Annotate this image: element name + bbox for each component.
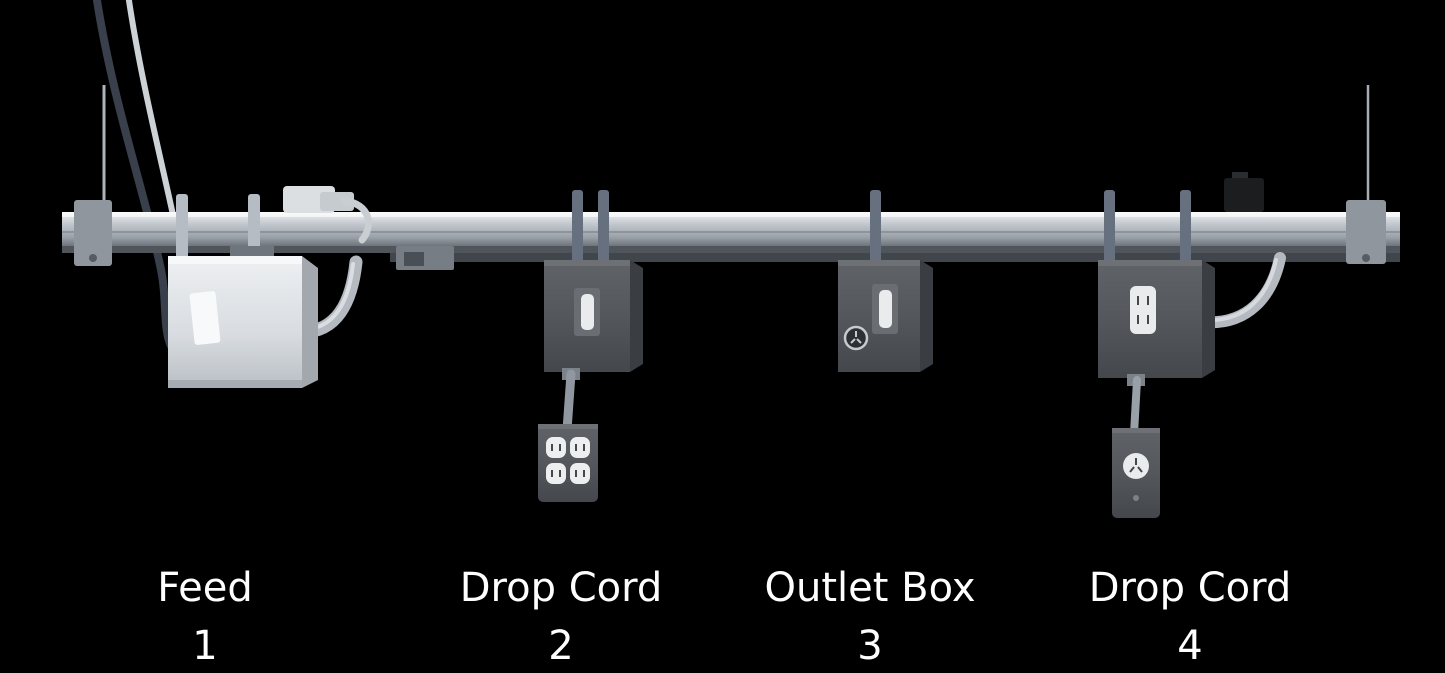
label-outlet-box: Outlet Box 3	[765, 566, 976, 668]
hanger-wires	[102, 85, 1370, 212]
feed-top-connector	[283, 186, 372, 244]
drop-cord-2-toggle	[581, 294, 594, 330]
drop-cord-4-receptacle	[1130, 286, 1156, 334]
component-name: Outlet Box	[764, 565, 976, 611]
component-name: Feed	[157, 565, 253, 611]
label-drop-cord-4: Drop Cord 4	[1089, 566, 1291, 668]
drop-cord-4-top-connector	[1224, 172, 1264, 212]
drop-cord-2-tap-box	[544, 260, 643, 372]
component-name: Drop Cord	[459, 565, 663, 611]
rail-coupler	[396, 246, 454, 270]
drop-cord-2-quad-outlet	[538, 424, 598, 502]
drop-cord-4-conduit	[1196, 252, 1286, 329]
supply-cable-dark	[92, 0, 176, 352]
outlet-box-3-assembly	[838, 260, 933, 372]
component-name: Drop Cord	[1088, 565, 1292, 611]
rail-end-plate-left	[74, 200, 112, 266]
outlet-box-3-toggle	[879, 290, 892, 328]
busway-rail	[62, 200, 1400, 270]
rail-end-plate-right	[1346, 200, 1386, 264]
outlet-box-3-twistlock	[843, 325, 869, 351]
drop-cord-4-cord	[1130, 376, 1141, 438]
label-feed: Feed 1	[157, 566, 252, 668]
drop-cord-4-single-outlet	[1112, 428, 1160, 518]
drop-cord-4-assembly	[1098, 172, 1286, 518]
drop-cord-4-tap-box	[1098, 260, 1215, 378]
drop-cord-2-cord	[562, 369, 576, 435]
component-number: 1	[192, 623, 218, 669]
component-number: 3	[857, 623, 883, 669]
feed-assembly	[168, 186, 372, 388]
receptacle-faces	[546, 437, 590, 484]
drop-cord-2-assembly	[538, 260, 643, 502]
component-number: 2	[548, 623, 574, 669]
feed-label-tag	[189, 291, 221, 345]
component-number: 4	[1177, 623, 1203, 669]
label-drop-cord-2: Drop Cord 2	[460, 566, 662, 668]
feed-junction-box	[168, 246, 318, 388]
